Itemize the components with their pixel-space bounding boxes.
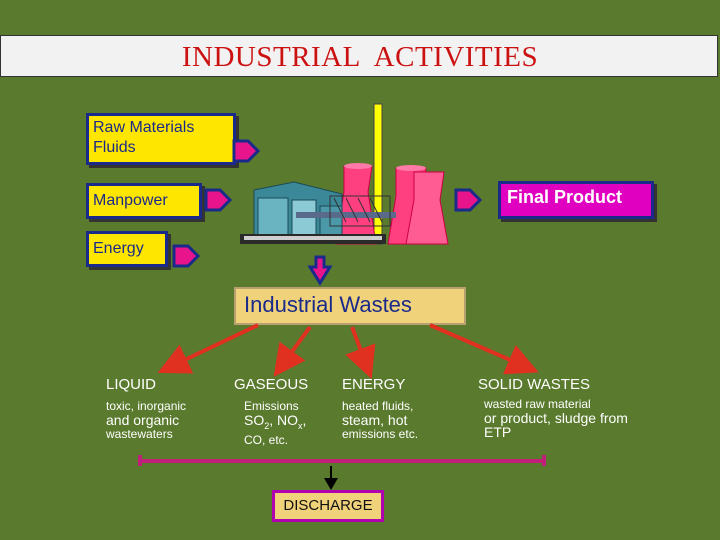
pink-arrow-icon <box>232 139 261 163</box>
detail-line: CO, etc. <box>244 432 289 447</box>
industrial-wastes-label: Industrial Wastes <box>244 292 412 317</box>
detail-line: Emissions <box>244 399 299 413</box>
detail-line: emissions etc. <box>342 427 419 441</box>
category-liquid: LIQUID toxic, inorganic and organic wast… <box>106 376 226 441</box>
red-arrow-icon <box>429 323 539 375</box>
page-title: INDUSTRIAL ACTIVITIES <box>181 41 539 73</box>
pink-arrow-icon <box>172 244 201 268</box>
detail-line: and organic <box>106 412 180 428</box>
fluids-label: Fluids <box>93 139 136 156</box>
final-product-label: Final Product <box>507 187 623 207</box>
factory-illustration <box>240 103 449 245</box>
manpower-box: Manpower <box>86 183 202 219</box>
detail-line: or product, sludge from <box>484 410 628 426</box>
detail-line: ETP <box>484 424 512 440</box>
collection-bracket <box>138 455 546 466</box>
title-bar <box>0 35 718 77</box>
discharge-label: DISCHARGE <box>283 497 373 514</box>
energy-box: Energy <box>86 231 168 267</box>
detail-line: steam, hot <box>342 412 408 428</box>
category-energy: ENERGY heated fluids, steam, hot emissio… <box>342 376 462 441</box>
detail-line: heated fluids, <box>342 399 414 413</box>
pink-arrow-icon <box>204 188 233 212</box>
detail-line: wasted raw material <box>484 397 591 411</box>
red-arrow-icon <box>157 323 259 374</box>
pink-arrow-icon <box>307 255 333 286</box>
detail-line: wastewaters <box>106 427 173 441</box>
category-solid-wastes: SOLID WASTES wasted raw material or prod… <box>478 376 678 439</box>
industrial-wastes-box: Industrial Wastes <box>234 287 466 325</box>
energy-label: Energy <box>93 240 144 257</box>
category-detail: Emissions SO2, NOx, CO, etc. <box>234 399 344 447</box>
category-heading: LIQUID <box>106 376 157 393</box>
category-heading: SOLID WASTES <box>478 376 590 393</box>
manpower-label: Manpower <box>93 192 168 209</box>
category-detail: toxic, inorganic and organic wastewaters <box>106 399 226 441</box>
category-detail: heated fluids, steam, hot emissions etc. <box>342 399 462 441</box>
final-product-box: Final Product <box>498 181 654 219</box>
red-arrow-icon <box>273 325 312 377</box>
detail-line: SO2, NOx, <box>244 412 307 431</box>
detail-line: toxic, inorganic <box>106 399 187 413</box>
discharge-box: DISCHARGE <box>272 490 384 522</box>
category-heading: ENERGY <box>342 376 406 393</box>
red-arrow-icon <box>345 326 376 379</box>
raw-materials-label: Raw Materials <box>93 119 195 136</box>
black-down-arrow-icon <box>324 466 338 490</box>
category-detail: wasted raw material or product, sludge f… <box>478 397 678 439</box>
raw-materials-box: Raw Materials Fluids <box>86 113 236 165</box>
category-gaseous: GASEOUS Emissions SO2, NOx, CO, etc. <box>234 376 344 447</box>
category-heading: GASEOUS <box>234 376 309 393</box>
pink-arrow-icon <box>454 188 483 212</box>
